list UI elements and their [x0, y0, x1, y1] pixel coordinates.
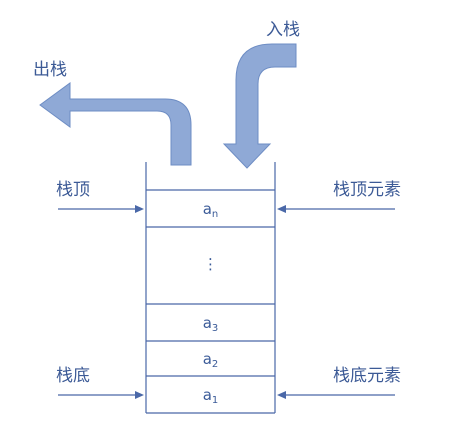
pop-label: 出栈: [33, 60, 67, 80]
stack-cell-a2: a2: [146, 350, 275, 370]
stack-bottom-pointer: [58, 391, 144, 399]
push-label: 入栈: [266, 20, 300, 40]
stack-cell-a3: a3: [146, 314, 275, 334]
cell-subscript: 2: [211, 359, 219, 370]
push-arrow: [222, 43, 297, 169]
top-element-pointer: [277, 205, 395, 213]
stack-bottom-label: 栈底: [56, 366, 90, 386]
stack-cell-a1: a1: [146, 386, 275, 406]
stack-top-pointer: [58, 205, 144, 213]
top-element-label: 栈顶元素: [333, 180, 401, 200]
bottom-element-label: 栈底元素: [333, 366, 401, 386]
pop-arrow: [39, 82, 192, 166]
stack-top-label: 栈顶: [56, 180, 90, 200]
bottom-element-pointer: [277, 391, 395, 399]
cell-subscript: 3: [211, 323, 219, 334]
stack-cell-an: an: [146, 200, 275, 220]
cell-base: a: [202, 314, 212, 332]
cell-base: a: [202, 386, 212, 404]
cell-subscript: n: [211, 209, 219, 220]
cell-subscript: 1: [211, 395, 219, 406]
cell-base: a: [202, 350, 212, 368]
cell-base: a: [202, 200, 212, 218]
stack-cell-ellipsis: ⋮: [203, 255, 218, 273]
